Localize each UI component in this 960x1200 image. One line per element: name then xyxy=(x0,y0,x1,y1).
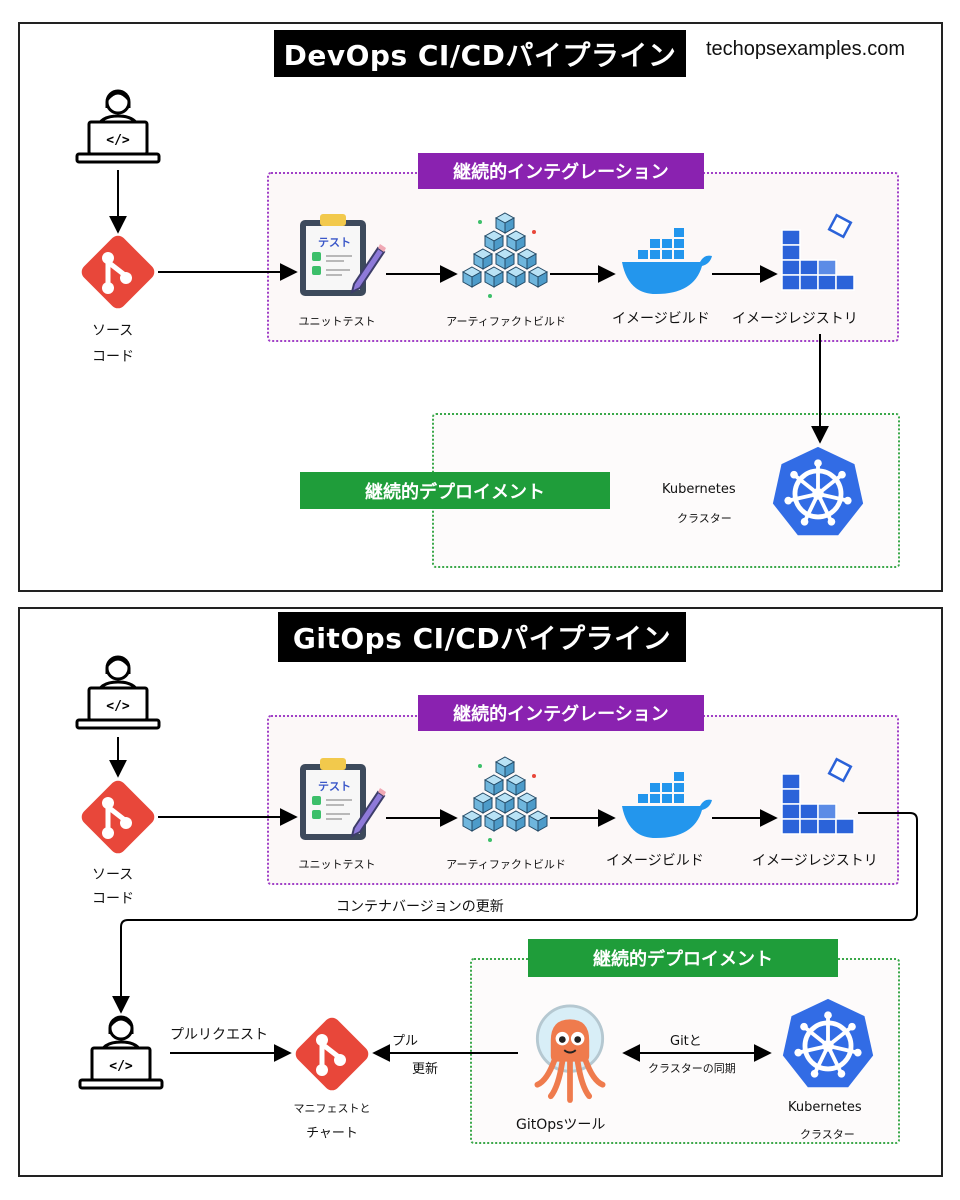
gitops-k8s-title: Kubernetes xyxy=(788,1100,862,1115)
gitops-source-label-1: ソース xyxy=(92,867,134,883)
devops-k8s-sub: クラスター xyxy=(677,512,732,525)
kubernetes-helm-icon xyxy=(780,996,876,1092)
docker-whale-icon xyxy=(616,772,716,842)
gitops-ci-banner: 継続的インテグレーション xyxy=(418,695,704,731)
gitops-cd-banner: 継続的デプロイメント xyxy=(528,939,838,977)
gitops-image-build-label: イメージビルド xyxy=(606,853,704,869)
registry-to-dev-update-path xyxy=(112,812,918,1014)
checklist-icon xyxy=(296,756,386,842)
container-update-label: コンテナバージョンの更新 xyxy=(336,899,504,915)
watermark-url[interactable]: techopsexamples.com xyxy=(706,38,905,60)
git-icon xyxy=(78,777,158,857)
gitops-artifact-label: アーティファクトビルド xyxy=(446,858,566,871)
gitops-image-registry-label: イメージレジストリ xyxy=(752,853,878,869)
devops-ci-banner: 継続的インテグレーション xyxy=(418,153,704,189)
devops-test-sheet-label: テスト xyxy=(318,236,351,249)
devops-title: DevOps CI/CDパイプライン xyxy=(274,30,686,77)
devops-source-label-1: ソース xyxy=(92,323,134,339)
developer-laptop-icon xyxy=(73,654,163,734)
git-icon xyxy=(292,1014,372,1094)
pull-label: プル xyxy=(392,1034,419,1049)
gitops-title: GitOps CI/CDパイプライン xyxy=(278,612,686,662)
devops-image-registry-label: イメージレジストリ xyxy=(732,311,858,327)
gitops-source-label-2: コード xyxy=(92,891,134,907)
sync-label-2: クラスターの同期 xyxy=(648,1062,736,1075)
gitops-unit-test-label: ユニットテスト xyxy=(298,858,376,871)
gitops-test-sheet-label: テスト xyxy=(318,780,351,793)
registry-blocks-icon xyxy=(780,756,860,836)
devops-cd-banner: 継続的デプロイメント xyxy=(300,472,610,509)
devops-image-build-label: イメージビルド xyxy=(612,311,710,327)
gitops-k8s-sub: クラスター xyxy=(800,1128,855,1141)
devops-artifact-label: アーティファクトビルド xyxy=(446,315,566,328)
update-label: 更新 xyxy=(412,1062,439,1077)
cubes-icon xyxy=(460,756,550,846)
devops-unit-test-label: ユニットテスト xyxy=(298,315,376,328)
gitops-tool-label: GitOpsツール xyxy=(516,1117,606,1133)
developer-laptop-icon xyxy=(76,1014,166,1094)
argo-octopus-icon xyxy=(522,1000,618,1106)
devops-k8s-title: Kubernetes xyxy=(662,482,736,497)
manifest-label-2: チャート xyxy=(306,1126,358,1141)
devops-source-label-2: コード xyxy=(92,349,134,365)
sync-label-1: Gitと xyxy=(670,1034,702,1049)
manifest-label-1: マニフェストと xyxy=(293,1102,371,1115)
pull-request-label: プルリクエスト xyxy=(170,1027,268,1043)
